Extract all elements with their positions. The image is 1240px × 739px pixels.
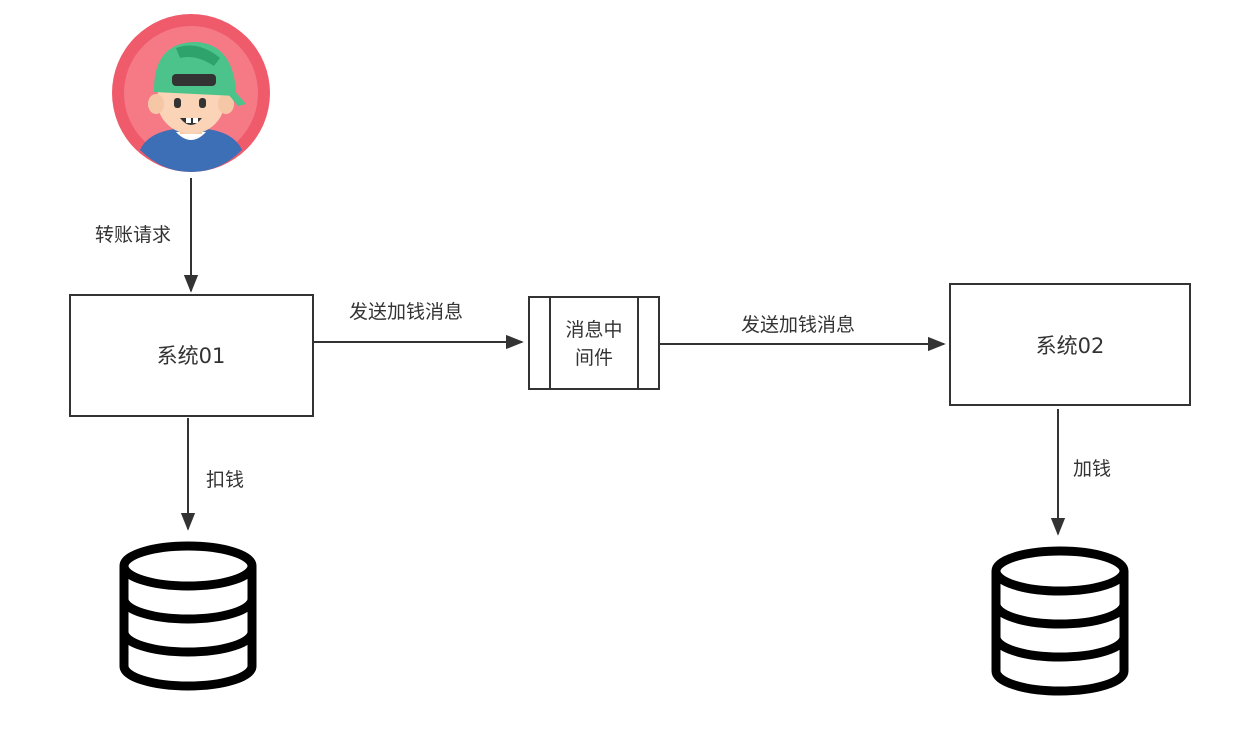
database-icon <box>119 541 257 691</box>
message-middleware-node: 消息中 间件 <box>528 296 660 390</box>
edge-label-send-add-1: 发送加钱消息 <box>349 301 463 323</box>
middleware-label-line2: 间件 <box>575 347 613 369</box>
system01-label: 系统01 <box>157 344 226 368</box>
middleware-label-line1: 消息中 <box>565 319 622 341</box>
database-icon <box>991 546 1129 696</box>
system02-node: 系统02 <box>949 283 1191 406</box>
system02-label: 系统02 <box>1036 334 1105 358</box>
edge-label-add: 加钱 <box>1073 458 1111 480</box>
edge-label-deduct: 扣钱 <box>206 469 244 491</box>
system01-node: 系统01 <box>69 294 314 417</box>
edge-label-transfer-request: 转账请求 <box>95 224 171 246</box>
edge-label-send-add-2: 发送加钱消息 <box>741 314 855 336</box>
user-avatar-icon <box>112 14 270 172</box>
